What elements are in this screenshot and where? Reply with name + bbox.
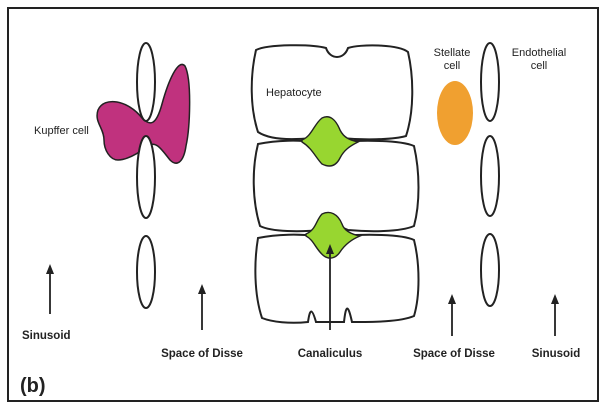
label-stellate-cell-line-2: cell [444,60,461,72]
panel-label: (b) [20,375,46,397]
endothelial-segment-right-1 [481,43,499,121]
endothelial-segment-right-2 [481,136,499,216]
arrow-space-of-disse-right [448,294,456,336]
endothelial-segment-right-3 [481,234,499,306]
arrow-space-of-disse-left [198,284,206,330]
endothelial-segment-left-1 [137,43,155,121]
label-sinusoid-right: Sinusoid [532,348,581,360]
label-kupffer-cell: Kupffer cell [34,125,89,137]
label-space-of-disse-left: Space of Disse [161,348,243,360]
label-space-of-disse-right: Space of Disse [413,348,495,360]
label-endothelial-cell-line-2: cell [531,60,548,72]
label-canaliculus: Canaliculus [298,348,363,360]
label-stellate-cell-line-1: Stellate [434,47,471,59]
arrow-sinusoid-left [46,264,54,314]
endothelial-segment-left-3 [137,236,155,308]
stellate-cell-shape [437,81,473,145]
arrow-sinusoid-right [551,294,559,336]
endothelial-segment-left-2 [137,136,155,218]
label-sinusoid-left: Sinusoid [22,330,71,342]
label-hepatocyte: Hepatocyte [266,87,322,99]
label-endothelial-cell-line-1: Endothelial [512,47,566,59]
